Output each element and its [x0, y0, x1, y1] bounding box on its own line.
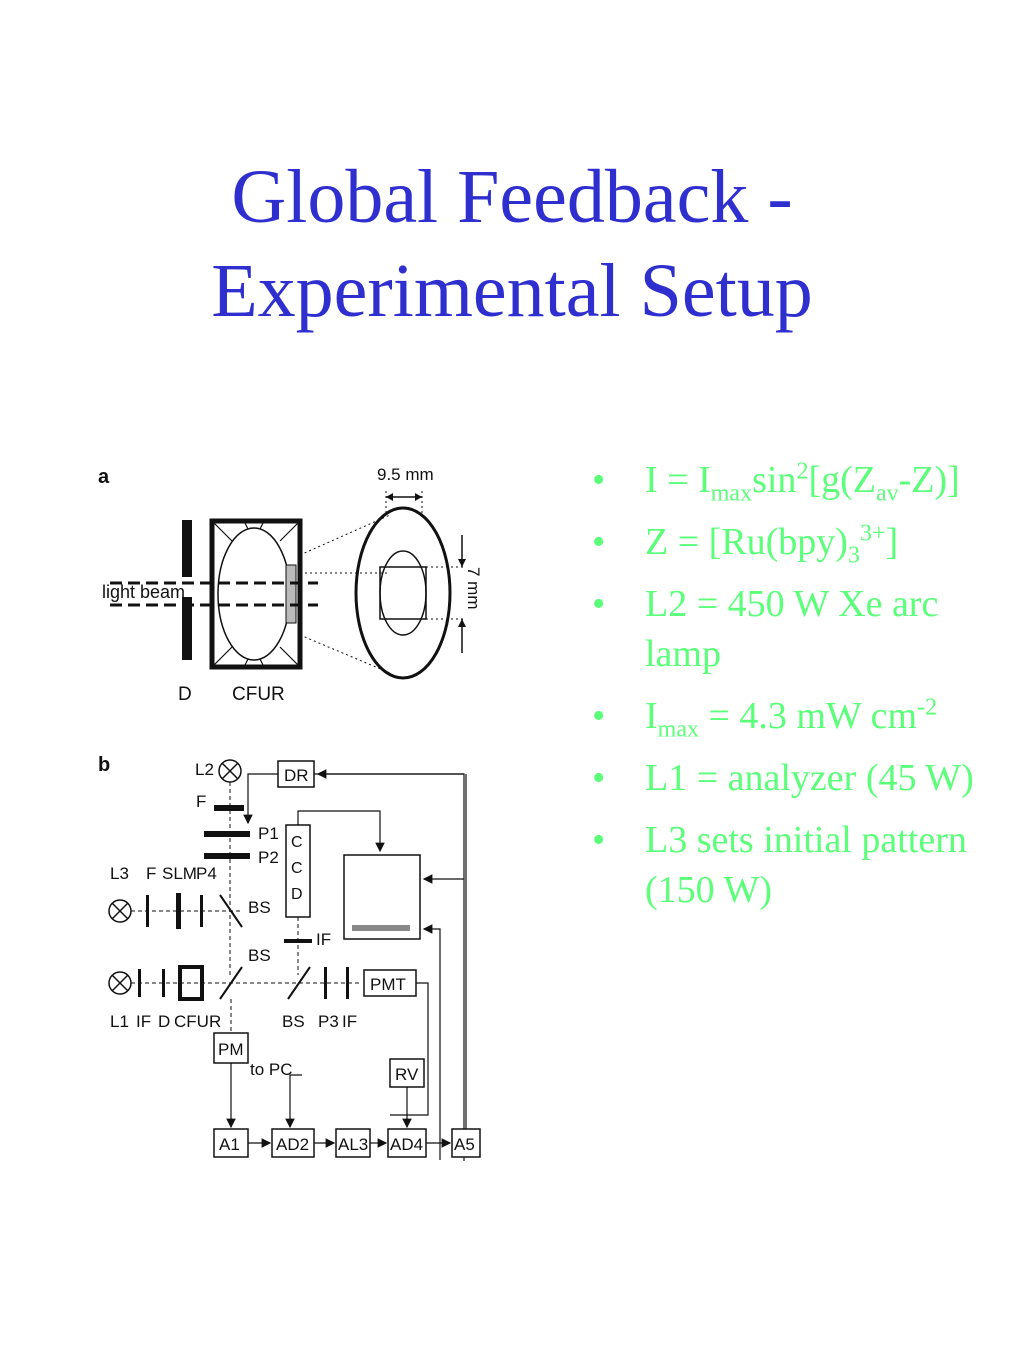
label-bs1: BS: [248, 898, 271, 917]
label-dr: DR: [284, 766, 309, 785]
wire-dr-a5: [314, 773, 465, 1161]
panel-b: b L2 DR F P1 P2 C C D: [98, 754, 481, 1161]
label-l2: L2: [195, 760, 214, 779]
label-cfur-low: CFUR: [174, 1012, 221, 1031]
filter-if-pmt: [346, 967, 349, 999]
label-pm: PM: [218, 1040, 244, 1059]
pm-box: [213, 1032, 249, 1064]
dimension-height-label: 7 mm: [464, 567, 483, 610]
label-cfur: CFUR: [232, 684, 285, 705]
label-ccd-d: D: [291, 886, 303, 903]
polarizer-p3: [324, 967, 327, 999]
annulus-inner: [379, 550, 427, 636]
title-line-1: Global Feedback -: [231, 155, 793, 239]
label-l1: L1: [110, 1012, 129, 1031]
slide-title: Global Feedback - Experimental Setup: [0, 150, 1024, 338]
slm-modulator: [176, 893, 181, 929]
projection-line-2: [299, 634, 391, 674]
label-pmt: PMT: [370, 975, 406, 994]
diaphragm-aperture: [182, 577, 192, 597]
label-rv: RV: [395, 1065, 419, 1084]
label-f-top: F: [196, 792, 206, 811]
label-a5: A5: [454, 1135, 475, 1154]
label-bs3: BS: [282, 1012, 305, 1031]
label-a1: A1: [219, 1135, 240, 1154]
filter-f-top: [214, 805, 244, 811]
label-ad2: AD2: [276, 1135, 309, 1154]
label-d-low: D: [158, 1012, 170, 1031]
polarizer-p4: [200, 895, 203, 927]
wire-dr-p1: [243, 773, 278, 825]
panel-a: a light beam: [98, 465, 483, 705]
label-if-ccd: IF: [316, 930, 331, 949]
label-p4: P4: [196, 864, 217, 883]
label-ccd-c1: C: [291, 834, 303, 851]
ad4-box: [387, 1128, 427, 1158]
label-slm: SLM: [162, 864, 197, 883]
ccd-box: [285, 824, 311, 918]
lamp-l3: [108, 899, 132, 923]
experimental-setup-figure: a light beam: [90, 455, 500, 1175]
a5-box: [451, 1128, 481, 1158]
label-l3: L3: [110, 864, 129, 883]
panel-a-label: a: [98, 466, 110, 488]
monitor-pattern: [352, 925, 410, 931]
bullet-intensity-formula: I = Imaxsin2[g(Zav-Z)]: [590, 455, 1010, 506]
label-p1: P1: [258, 824, 279, 843]
label-p3: P3: [318, 1012, 339, 1031]
label-to-pc: to PC: [250, 1060, 293, 1079]
cfur-reactor: [209, 518, 303, 670]
polarizer-p2: [204, 853, 250, 859]
polarizer-p1: [204, 831, 250, 837]
bullet-z-definition: Z = [Ru(bpy)33+]: [590, 517, 1010, 568]
label-bs2: BS: [248, 946, 271, 965]
beamsplitter-1: [219, 894, 243, 928]
label-if-low: IF: [136, 1012, 151, 1031]
label-if-pmt: IF: [342, 1012, 357, 1031]
label-p2: P2: [258, 848, 279, 867]
wire-ccd-monitor: [297, 810, 385, 853]
bullet-l3: L3 sets initial pattern (150 W): [590, 815, 1010, 915]
bullet-l1: L1 = analyzer (45 W): [590, 753, 1010, 803]
filter-if-low: [138, 969, 141, 997]
annulus-outer: [354, 506, 452, 680]
lamp-l1: [108, 971, 132, 995]
bullet-list: I = Imaxsin2[g(Zav-Z)] Z = [Ru(bpy)33+] …: [590, 455, 1010, 927]
al3-box: [335, 1128, 371, 1158]
setup-diagram: a light beam: [98, 465, 483, 1161]
bullet-l2: L2 = 450 W Xe arc lamp: [590, 579, 1010, 679]
panel-b-label: b: [98, 754, 110, 776]
observation-window: [379, 566, 427, 620]
light-beam-label: light beam: [102, 582, 185, 602]
filter-f-mid: [146, 895, 149, 927]
diaphragm-d-low: [162, 969, 165, 997]
beamsplitter-2: [219, 966, 243, 1000]
projection-line-1: [299, 514, 391, 556]
cfur-low: [178, 965, 204, 1001]
wire-pmt: [390, 982, 429, 1116]
wire-ad4-monitor: [422, 924, 441, 1160]
lamp-l2: [218, 759, 242, 783]
label-ad4: AD4: [390, 1135, 423, 1154]
beamsplitter-3: [287, 966, 311, 1000]
label-ccd-c2: C: [291, 860, 303, 877]
dimension-width-label: 9.5 mm: [377, 465, 434, 484]
label-al3: AL3: [338, 1135, 368, 1154]
label-f-mid: F: [146, 864, 156, 883]
label-d: D: [178, 684, 192, 705]
bullet-imax: Imax = 4.3 mW cm-2: [590, 691, 1010, 742]
title-line-2: Experimental Setup: [211, 249, 813, 333]
